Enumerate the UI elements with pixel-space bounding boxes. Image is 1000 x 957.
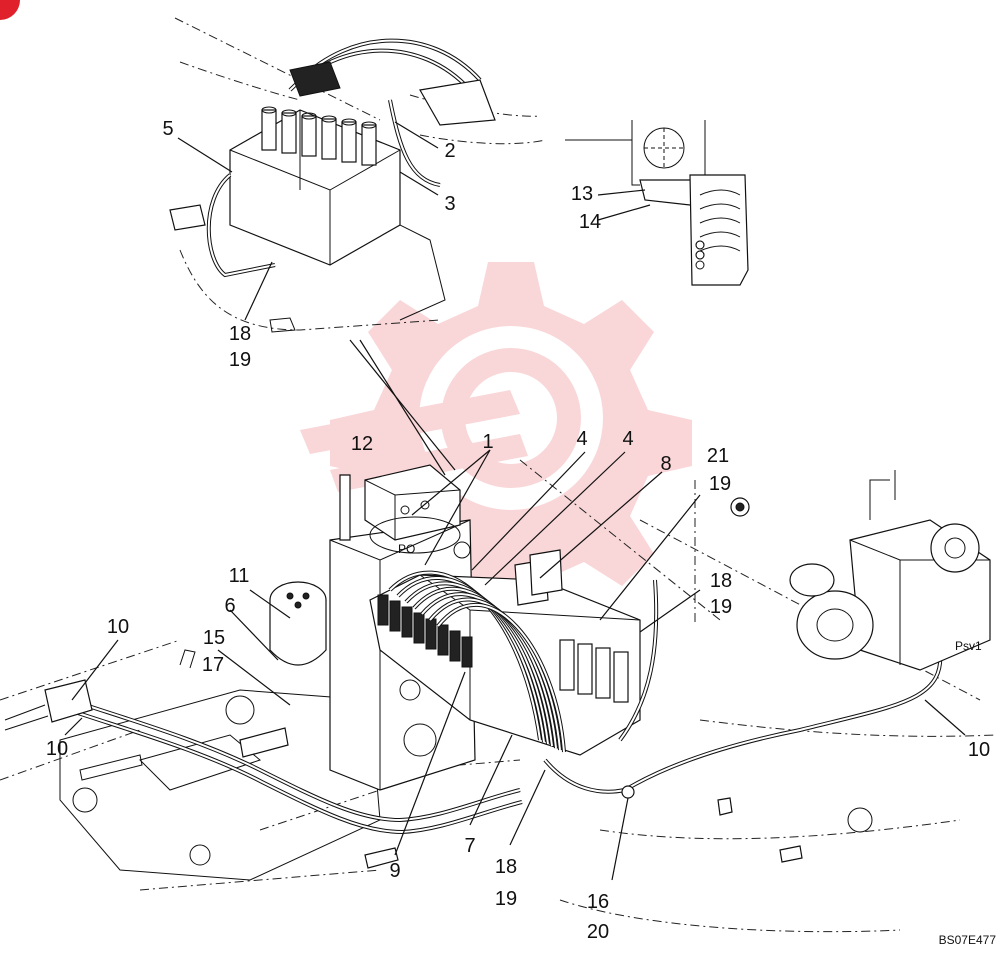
corner-badge-icon: [0, 0, 20, 20]
coil-icon: [699, 189, 741, 196]
pilot-hose-core-icon: [437, 603, 565, 753]
spool-icon: [281, 112, 297, 154]
valve-section-icon: [559, 639, 575, 691]
spool-cap-icon: [281, 109, 297, 117]
callout-number-c21: 21: [707, 445, 729, 467]
callout-number-c19b: 19: [709, 473, 731, 495]
leader-lines: [64, 121, 966, 881]
coil-icon: [699, 231, 741, 238]
callout-number-c18a: 18: [229, 323, 251, 345]
callout-number-c8: 8: [660, 453, 671, 475]
bracket-inset: [565, 120, 749, 286]
valve-section-icon: [377, 594, 389, 626]
valve-section-icon: [389, 600, 401, 632]
spool-cap-icon: [261, 106, 277, 114]
main-assembly: [0, 459, 996, 933]
spool-icon: [361, 124, 377, 166]
callout-number-c9: 9: [389, 860, 400, 882]
callout-number-c16: 16: [587, 891, 609, 913]
control-valve-inset: [169, 17, 546, 333]
callout-number-c10a: 10: [107, 616, 129, 638]
bolt-icon: [695, 250, 705, 260]
bolt-icon: [695, 260, 705, 270]
spool-cap-icon: [341, 118, 357, 126]
callout-number-c11: 11: [229, 565, 250, 587]
coil-icon: [699, 245, 741, 252]
callout-number-c7: 7: [464, 835, 475, 857]
spool-icon: [301, 115, 317, 157]
spool-cap-icon: [321, 115, 337, 123]
callout-number-c20: 20: [587, 921, 609, 943]
valve-section-icon: [613, 651, 629, 703]
callout-number-c17: 17: [202, 654, 224, 676]
callout-number-c1: 1: [482, 431, 493, 453]
valve-section-icon: [461, 636, 473, 668]
spool-cap-icon: [301, 112, 317, 120]
spool-icon: [261, 109, 277, 151]
callout-number-c12: 12: [351, 433, 373, 455]
valve-section-icon: [577, 643, 593, 695]
valve-section-icon: [425, 618, 437, 650]
spool-icon: [341, 121, 357, 163]
callout-number-c14: 14: [579, 211, 601, 233]
drawing-code: BS07E477: [939, 933, 997, 947]
callout-number-c6: 6: [224, 595, 235, 617]
callout-number-c18b: 18: [710, 570, 732, 592]
valve-section-icon: [401, 606, 413, 638]
callout-number-c19a: 19: [229, 349, 251, 371]
callout-number-c2: 2: [444, 140, 455, 162]
valve-section-icon: [449, 630, 461, 662]
valve-section-icon: [437, 624, 449, 656]
callout-number-c4a: 4: [576, 428, 587, 450]
callout-number-c18c: 18: [495, 856, 517, 878]
port-label: PO: [398, 542, 415, 556]
callout-number-c4b: 4: [622, 428, 633, 450]
callout-number-c19d: 19: [495, 888, 517, 910]
callout-number-c10c: 10: [968, 739, 990, 761]
spool-icon: [321, 118, 337, 160]
callout-number-c15: 15: [203, 627, 225, 649]
callout-number-c5: 5: [162, 118, 173, 140]
port-label: Psv1: [955, 639, 982, 653]
callout-number-c19c: 19: [710, 596, 732, 618]
bolt-icon: [695, 240, 705, 250]
valve-section-icon: [595, 647, 611, 699]
coil-icon: [699, 217, 741, 224]
callout-number-c10b: 10: [46, 738, 68, 760]
callout-number-c3: 3: [444, 193, 455, 215]
valve-section-icon: [413, 612, 425, 644]
spool-cap-icon: [361, 121, 377, 129]
coil-icon: [699, 203, 741, 210]
callout-number-c13: 13: [571, 183, 593, 205]
